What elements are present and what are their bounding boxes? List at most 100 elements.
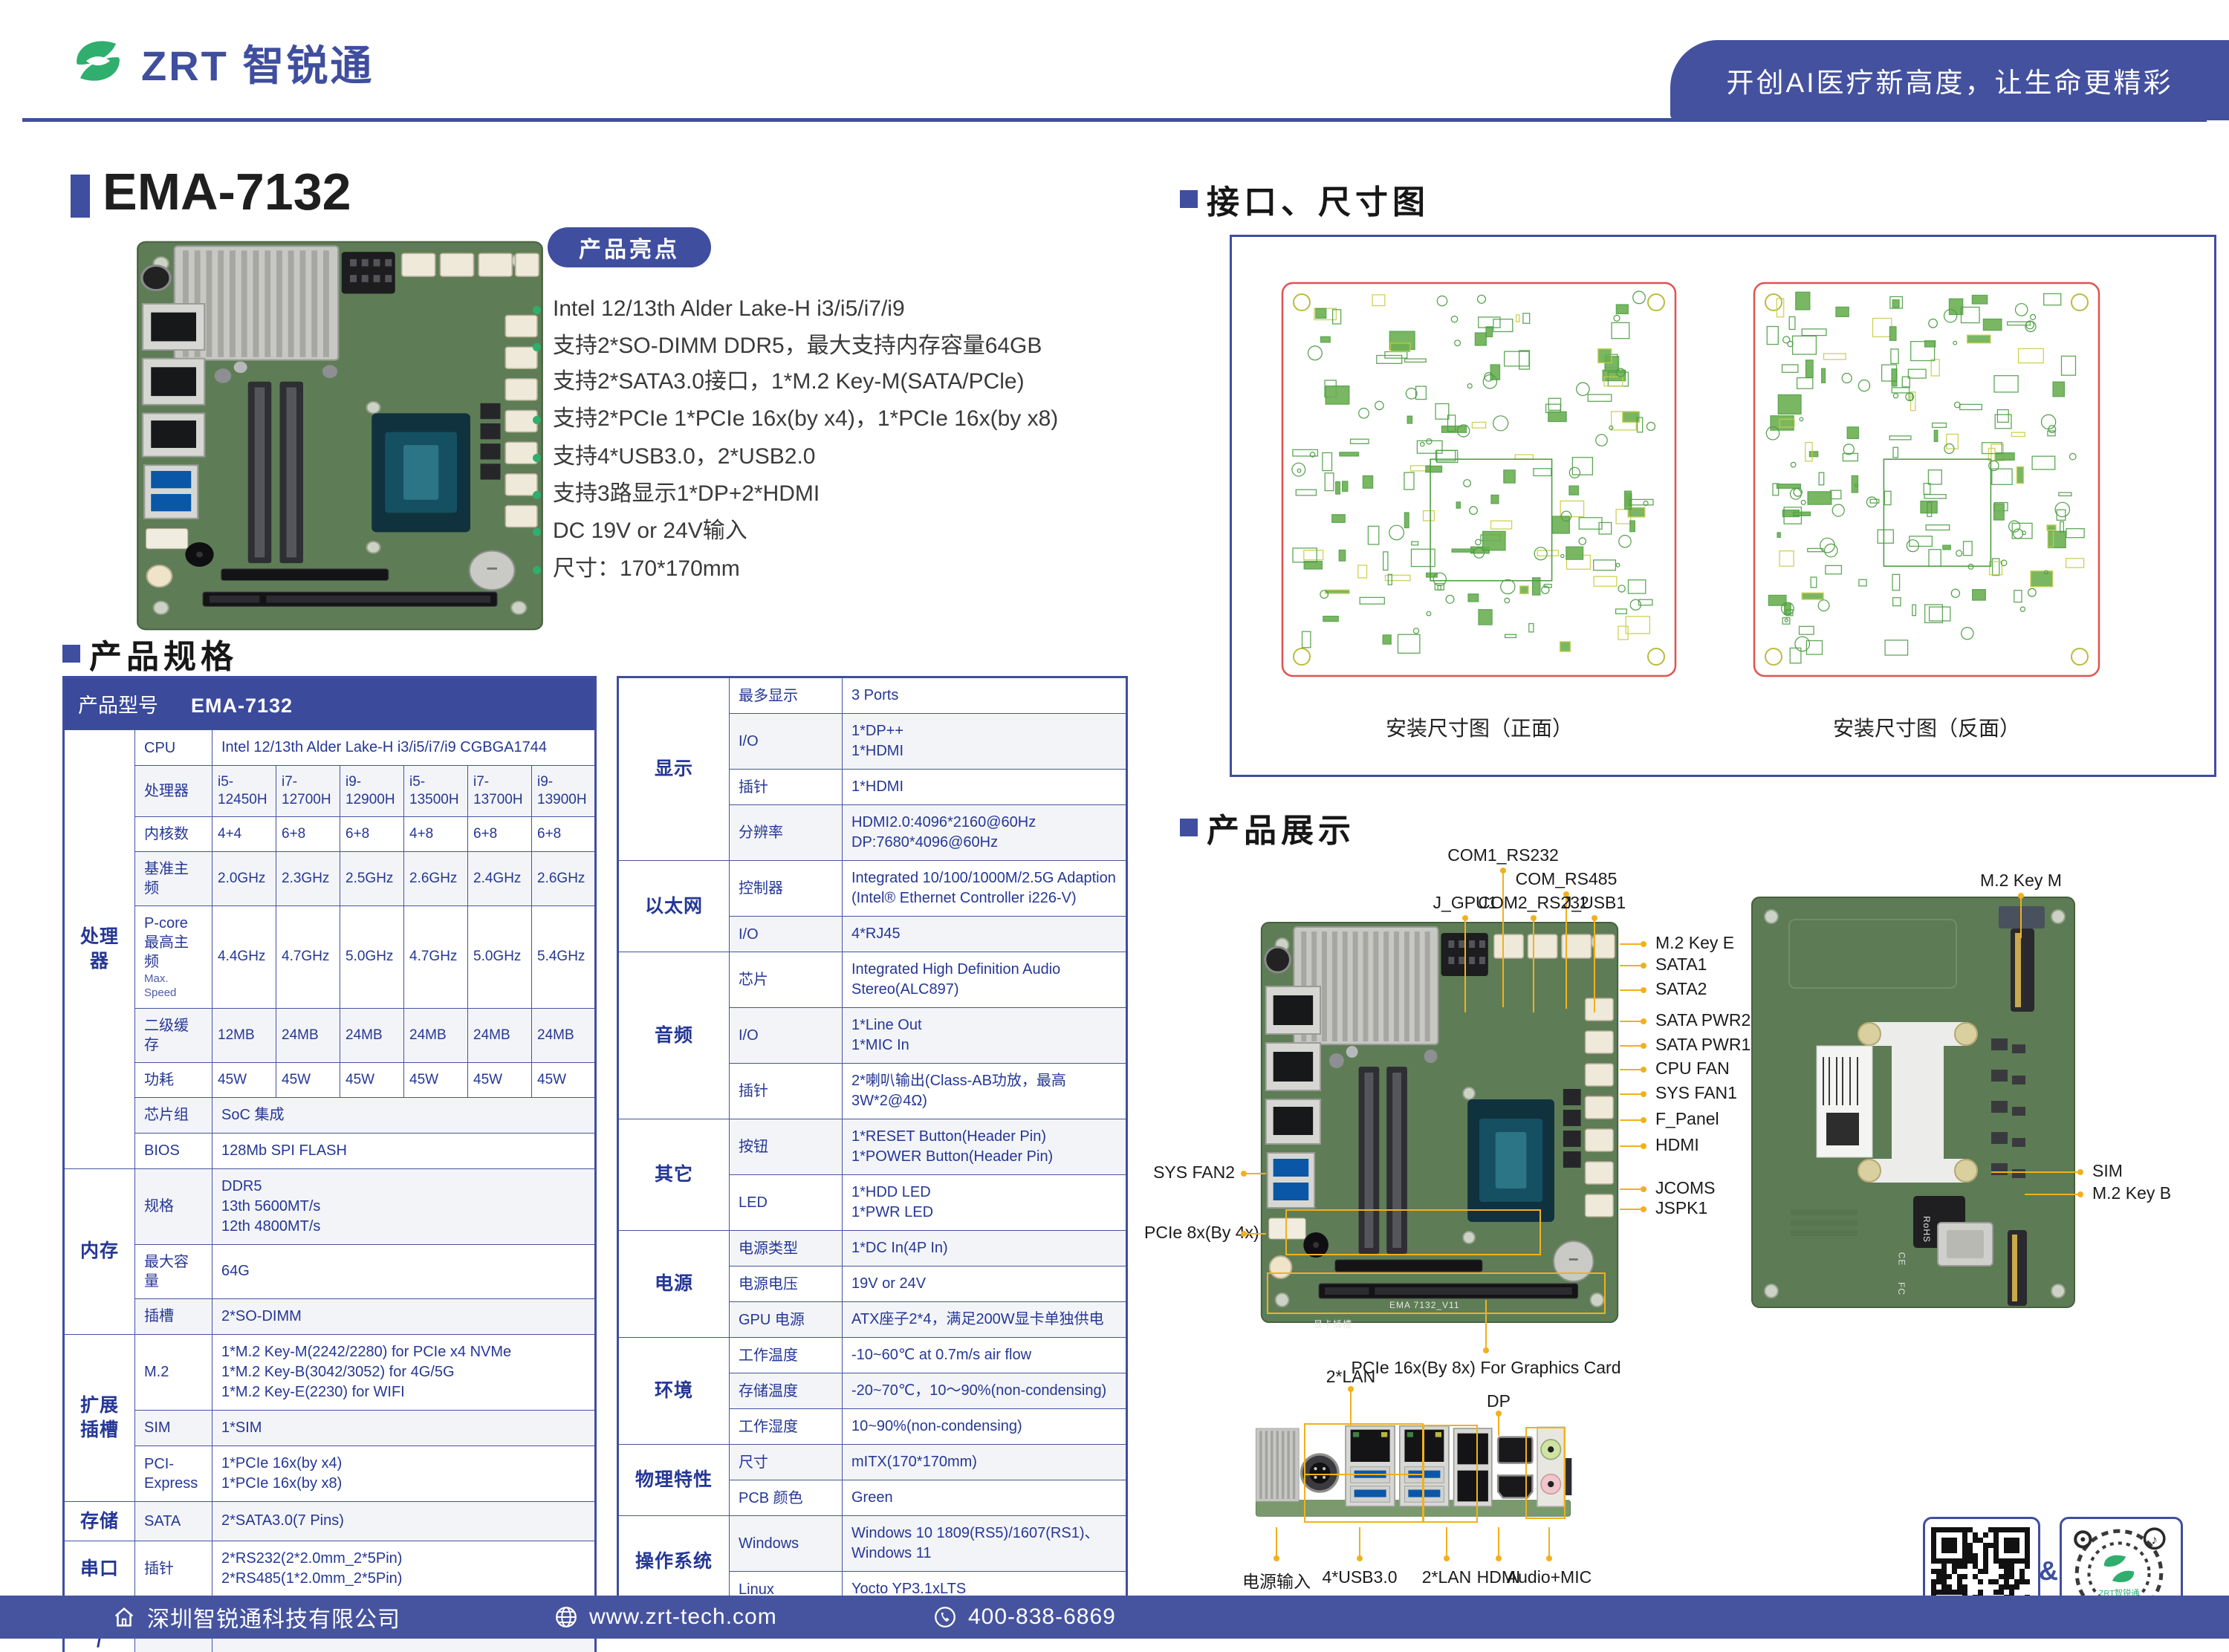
- spec-value: -10~60℃ at 0.7m/s air flow: [842, 1337, 1127, 1373]
- spec-label: 基准主频: [134, 851, 212, 906]
- dim-caption-back: 安装尺寸图（反面）: [1832, 717, 2020, 740]
- annotation-dot: [1241, 1231, 1247, 1237]
- spec-label: I/O: [729, 713, 843, 770]
- spec-label: 尺寸: [729, 1444, 843, 1480]
- spec-group: 其它: [617, 1119, 730, 1231]
- spec-label: 存储温度: [729, 1373, 843, 1409]
- highlight-subtext: 支持2*SATA3.0接口，1*M.2 Key-M(SATA/PCle): [553, 368, 1025, 394]
- annotation-label: 电源输入: [1242, 1572, 1311, 1591]
- spec-value: 6+8: [276, 816, 340, 852]
- spec-label: 芯片: [729, 952, 843, 1008]
- highlight-item: 支持2*PCIe 1*PCIe 16x(by x4)，1*PCIe 16x(by…: [533, 401, 1164, 436]
- qr-brand-label: ZRT智锐通: [2099, 1587, 2140, 1598]
- annotation-label: SATA PWR1: [1655, 1035, 1751, 1054]
- spec-value: 1*DP++ 1*HDMI: [842, 713, 1127, 770]
- logo-text: ZRT 智锐通: [141, 42, 374, 89]
- annotation-dot: [1241, 1171, 1247, 1177]
- annotation-line: [1594, 918, 1595, 1012]
- annotation-label: COM1_RS232: [1447, 845, 1559, 865]
- annotation-frame: [1304, 1474, 1424, 1523]
- annotation-dot: [1641, 941, 1646, 947]
- section-display-title: 产品展示: [1207, 813, 1355, 849]
- board-marking: FC: [1896, 1282, 1907, 1295]
- footer-phone: 400-838-6869: [932, 1596, 1116, 1639]
- spec-value: 3 Ports: [842, 677, 1127, 714]
- spec-group: 扩展插槽: [63, 1333, 135, 1502]
- spec-label: SIM: [134, 1409, 212, 1446]
- dim-caption-front: 安装尺寸图（正面）: [1385, 717, 1573, 740]
- spec-value: 2*SATA3.0(7 Pins): [212, 1500, 596, 1541]
- spec-value: 2.3GHz: [276, 851, 340, 906]
- annotation-dot: [1641, 1043, 1646, 1049]
- spec-group: 环境: [617, 1337, 730, 1445]
- slogan-text: 开创AI医疗新高度，让生命更精彩: [1726, 68, 2173, 98]
- home-icon: [114, 1607, 134, 1627]
- annotation-line: [1276, 1527, 1277, 1558]
- annotation-label: Audio+MIC: [1506, 1567, 1592, 1587]
- annotation-line: [1446, 1527, 1447, 1558]
- spec-value: 12MB: [212, 1007, 276, 1063]
- spec-group: 显示: [617, 677, 730, 861]
- spec-value: 2.0GHz: [212, 851, 276, 906]
- spec-value: 4.4GHz: [212, 905, 276, 1009]
- annotation-label: 2*LAN: [1421, 1567, 1472, 1587]
- spec-value: DDR5 13th 5600MT/s 12th 4800MT/s: [212, 1168, 596, 1245]
- spec-group: 电源: [617, 1230, 730, 1338]
- annotation-frame: [1525, 1427, 1566, 1519]
- annotation-label: SIM: [2092, 1161, 2123, 1180]
- annotation-line: [1620, 1209, 1644, 1210]
- spec-label: I/O: [729, 916, 843, 952]
- annotation-label: M.2 Key B: [2092, 1183, 2172, 1203]
- spec-group: 处理器: [63, 729, 135, 1169]
- spec-label: 规格: [134, 1168, 212, 1245]
- annotation-dot: [1641, 1018, 1646, 1024]
- annotation-label: 4*USB3.0: [1322, 1567, 1398, 1587]
- annotation-line: [1620, 1119, 1644, 1121]
- brand-logo: ZRT 智锐通: [68, 31, 374, 94]
- spec-value: 45W: [403, 1061, 468, 1098]
- annotation-label: COM_RS485: [1515, 869, 1618, 888]
- spec-label: 工作湿度: [729, 1408, 843, 1445]
- board-marking: EMA 7132_V11: [1389, 1300, 1460, 1310]
- spec-value: Windows 10 1809(RS5)/1607(RS1)、Windows 1…: [842, 1515, 1127, 1572]
- spec-label: 插针: [729, 1063, 843, 1119]
- spec-label: PCI- Express: [134, 1445, 212, 1502]
- footer-bar: [0, 1596, 2229, 1639]
- annotation-line: [1245, 1173, 1266, 1174]
- highlight-item: 尺寸：170*170mm: [533, 551, 1164, 586]
- annotation-dot: [2077, 1169, 2083, 1175]
- highlight-text: Intel 12/13th Alder Lake-H i3/i5/i7/i9: [553, 296, 905, 321]
- highlight-text: 尺寸：170*170mm: [553, 556, 740, 581]
- spec-value: i9-12900H: [340, 765, 404, 817]
- annotation-dot: [1641, 1186, 1646, 1192]
- annotation-frame: [1423, 1425, 1478, 1523]
- spec-value: 24MB: [467, 1007, 532, 1063]
- svg-text:♪: ♪: [2151, 1532, 2158, 1547]
- annotation-line: [1620, 1069, 1644, 1070]
- annotation-dot: [1641, 1143, 1646, 1149]
- spec-value: 2*SO-DIMM: [212, 1298, 596, 1335]
- annotation-line: [2020, 896, 2022, 938]
- spec-value: 6+8: [467, 816, 532, 852]
- annotation-line: [1566, 894, 1567, 1009]
- annotation-dot: [1444, 1555, 1450, 1561]
- annotation-label: SATA PWR2: [1655, 1010, 1751, 1030]
- section-square-icon: [62, 645, 80, 663]
- spec-value: 45W: [212, 1061, 276, 1098]
- spec-value: i7-12700H: [276, 765, 340, 817]
- annotation-line: [1991, 1171, 2079, 1173]
- spec-value: 5.0GHz: [467, 905, 532, 1009]
- section-dims-title: 接口、尺寸图: [1207, 184, 1430, 221]
- spec-label: SATA: [134, 1500, 212, 1541]
- phone-icon: [935, 1607, 955, 1627]
- spec-value: i9-13900H: [531, 765, 596, 817]
- footer-website: www.zrt-tech.com: [554, 1596, 777, 1639]
- spec-label: PCB 颜色: [729, 1480, 843, 1516]
- spec-value: 4+8: [403, 816, 468, 852]
- spec-value: i5-13500H: [403, 765, 468, 817]
